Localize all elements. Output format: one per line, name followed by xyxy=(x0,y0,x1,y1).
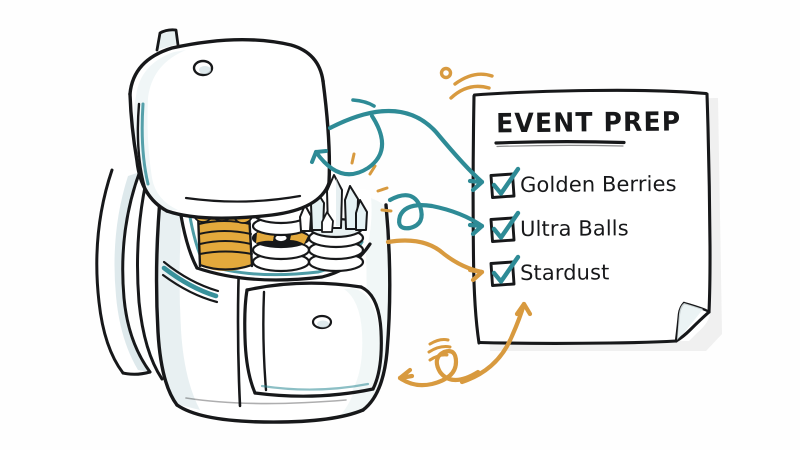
checkbox-golden-berries[interactable] xyxy=(489,166,521,199)
arrow-note-to-bag xyxy=(397,349,481,388)
arrow-bag-to-ultra-balls xyxy=(387,193,485,237)
arrow-bag-to-stardust xyxy=(385,238,485,283)
front-pocket[interactable] xyxy=(243,281,383,398)
arrow-bag-to-golden-berries xyxy=(327,108,485,193)
sparkle-bottom-orange xyxy=(427,338,452,362)
arrow-flap-to-bag xyxy=(310,98,385,177)
arrow-up-to-note xyxy=(459,301,533,385)
backpack-flap[interactable] xyxy=(128,28,332,220)
checkbox-stardust[interactable] xyxy=(489,254,521,287)
event-prep-note[interactable] xyxy=(471,88,712,345)
top-loop-handle xyxy=(155,28,180,52)
checkbox-ultra-balls[interactable] xyxy=(489,210,521,243)
accent-stripe xyxy=(161,265,219,299)
title-rule xyxy=(494,140,626,145)
sparkle-top-orange xyxy=(439,66,494,100)
